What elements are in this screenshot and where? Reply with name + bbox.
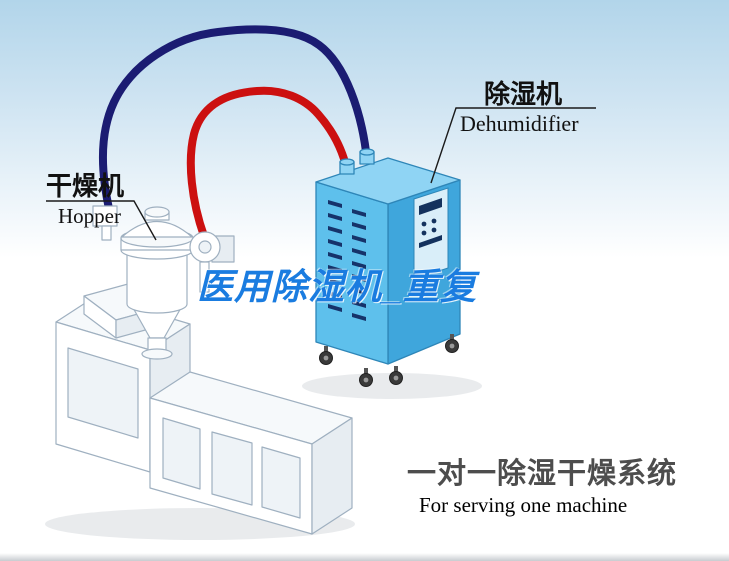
dehumidifier-machine-illustration xyxy=(315,148,461,387)
hose-fitting xyxy=(339,148,375,175)
panel-slot xyxy=(419,235,442,248)
hose-coupling-box xyxy=(92,205,118,241)
dehumidifier-label-cn: 除湿机 xyxy=(484,79,563,109)
panel-button xyxy=(421,221,427,227)
drying-hopper-illustration xyxy=(92,205,235,360)
hopper-pointer-line xyxy=(46,200,157,241)
dehumidifier-shadow xyxy=(302,373,482,399)
system-caption-cn: 一对一除湿干燥系统 xyxy=(407,458,678,490)
control-panel xyxy=(413,187,449,280)
display-screen xyxy=(419,198,442,215)
panel-button xyxy=(431,218,437,224)
vent-grid xyxy=(328,200,366,321)
watermark-title: 医用除湿机_重复 xyxy=(197,266,478,307)
return-air-hose-navy xyxy=(98,25,371,217)
extruder-door xyxy=(162,417,201,490)
panel-button xyxy=(421,230,427,236)
blower-unit xyxy=(189,231,235,293)
hopper-label-cn: 干燥机 xyxy=(46,171,125,201)
system-caption-en: For serving one machine xyxy=(419,493,628,517)
panel-button xyxy=(431,227,437,233)
page-bottom-shadow xyxy=(0,553,729,561)
extruder-door xyxy=(261,446,301,519)
hot-air-hose-red xyxy=(186,86,351,240)
dehumidifier-label-en: Dehumidifier xyxy=(460,111,579,136)
hopper-label-en: Hopper xyxy=(58,204,121,228)
dehumidifier-pointer-line xyxy=(430,107,596,184)
extruder-door xyxy=(211,431,253,506)
caster-wheels xyxy=(319,334,459,387)
extruder-machine-illustration xyxy=(55,283,353,535)
